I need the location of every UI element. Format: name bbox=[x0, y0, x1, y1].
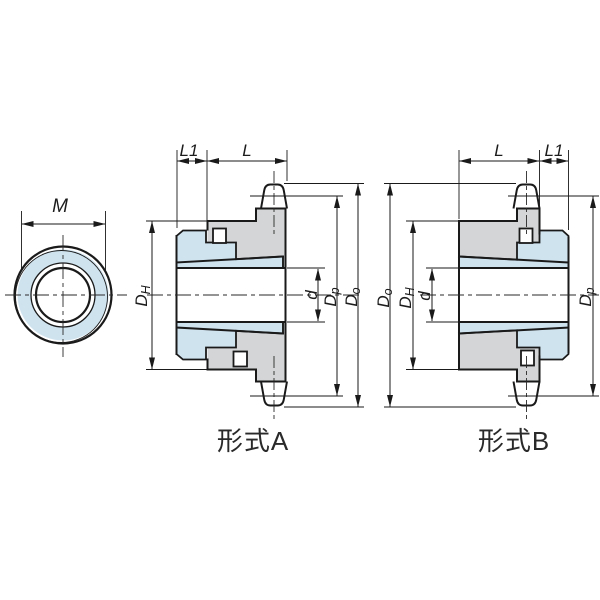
dim-subscript: H bbox=[139, 284, 153, 294]
dim-L1-label: L1 bbox=[545, 141, 564, 160]
dim-letter: D bbox=[374, 295, 393, 307]
dim-subscript: o bbox=[381, 288, 395, 295]
dim-DH-label: DH bbox=[132, 284, 153, 306]
dim-subscript: o bbox=[349, 287, 363, 294]
set-screw-square-upper bbox=[518, 227, 534, 244]
dim-L-label: L bbox=[494, 141, 503, 160]
dim-M: M bbox=[21, 196, 106, 270]
set-screw-square-lower bbox=[232, 350, 248, 368]
caption-form-b: 形式B bbox=[478, 426, 550, 456]
dim-letter: D bbox=[132, 294, 151, 306]
dim-subscript: p bbox=[583, 287, 597, 295]
dim-subscript: H bbox=[403, 286, 417, 296]
dim-M-label: M bbox=[52, 196, 68, 217]
section-type-b: L L1 Do DH d Dp 形式B bbox=[374, 141, 599, 456]
dim-DH-label: DH bbox=[396, 286, 417, 308]
front-view: M bbox=[5, 196, 127, 357]
set-screw-square-upper bbox=[212, 227, 227, 244]
dim-d-label: d bbox=[302, 290, 321, 300]
section-type-a: L1 L DH d Dp Do 形式A bbox=[132, 141, 364, 456]
dim-L-label: L bbox=[242, 141, 251, 160]
dim-L1-label: L1 bbox=[180, 141, 199, 160]
dim-Do-label: Do bbox=[342, 287, 363, 306]
dims-type-a: L1 L DH d Dp Do bbox=[132, 141, 364, 408]
dim-letter: D bbox=[396, 296, 415, 308]
dim-letter: D bbox=[342, 294, 361, 306]
caption-form-a: 形式A bbox=[217, 426, 289, 456]
dims-type-b: L L1 Do DH d Dp bbox=[374, 141, 599, 408]
dim-Do-label: Do bbox=[374, 288, 395, 307]
dim-letter: D bbox=[321, 294, 340, 306]
dim-Dp-label: Dp bbox=[576, 287, 597, 306]
extension-lines bbox=[146, 150, 364, 408]
extension-lines bbox=[384, 150, 599, 408]
dim-d-label: d bbox=[415, 291, 434, 301]
dim-letter: D bbox=[576, 294, 595, 306]
dim-subscript: p bbox=[328, 287, 342, 295]
dim-Dp-label: Dp bbox=[321, 287, 342, 306]
dim-M-extension-lines bbox=[21, 211, 106, 270]
set-screw-square-lower bbox=[520, 349, 535, 367]
